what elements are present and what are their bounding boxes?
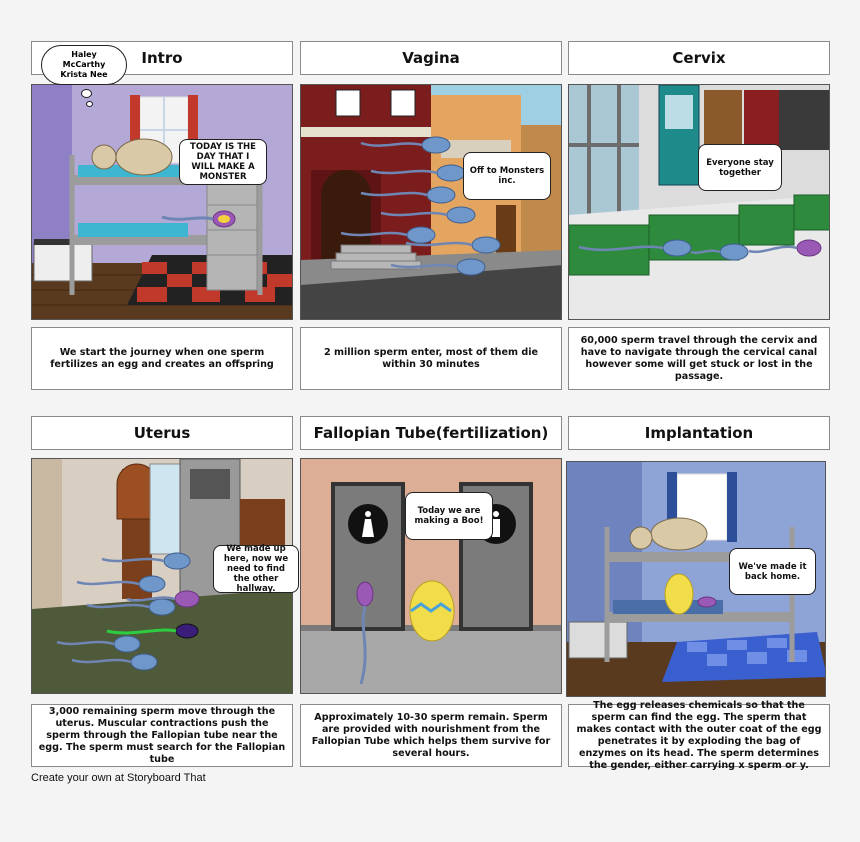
speech-bubble-implantation: We've made it back home. (729, 548, 816, 595)
speech-bubble-intro: TODAY IS THE DAY THAT I WILL MAKE A MONS… (179, 139, 267, 185)
author-thought-bubble: Haley McCarthy Krista Nee (41, 45, 127, 85)
speech-bubble-uterus: We made up here, now we need to find the… (213, 544, 299, 594)
panel-title-implantation: Implantation (568, 416, 830, 450)
panel-caption-intro: We start the journey when one sperm fert… (31, 327, 293, 390)
speech-bubble-vagina: Off to Monsters inc. (463, 152, 551, 200)
footer-credit[interactable]: Create your own at Storyboard That (31, 772, 206, 784)
speech-bubble-cervix: Everyone stay together (698, 144, 782, 191)
panel-title-vagina: Vagina (300, 41, 562, 75)
panel-title-fallopian-tube: Fallopian Tube(fertilization) (300, 416, 562, 450)
scene-cervix (568, 84, 830, 320)
panel-caption-vagina: 2 million sperm enter, most of them die … (300, 327, 562, 390)
panel-caption-uterus: 3,000 remaining sperm move through the u… (31, 704, 293, 767)
panel-caption-implantation: The egg releases chemicals so that the s… (568, 700, 830, 771)
thought-dot (81, 89, 92, 98)
panel-title-uterus: Uterus (31, 416, 293, 450)
scene-vagina (300, 84, 562, 320)
thought-dot-small (86, 101, 93, 107)
panel-title-cervix: Cervix (568, 41, 830, 75)
scene-intro (31, 84, 293, 320)
panel-caption-fallopian-tube: Approximately 10-30 sperm remain. Sperm … (300, 704, 562, 767)
panel-caption-cervix: 60,000 sperm travel through the cervix a… (568, 327, 830, 390)
scene-uterus (31, 458, 293, 694)
speech-bubble-fallopian-tube: Today we are making a Boo! (405, 492, 493, 540)
